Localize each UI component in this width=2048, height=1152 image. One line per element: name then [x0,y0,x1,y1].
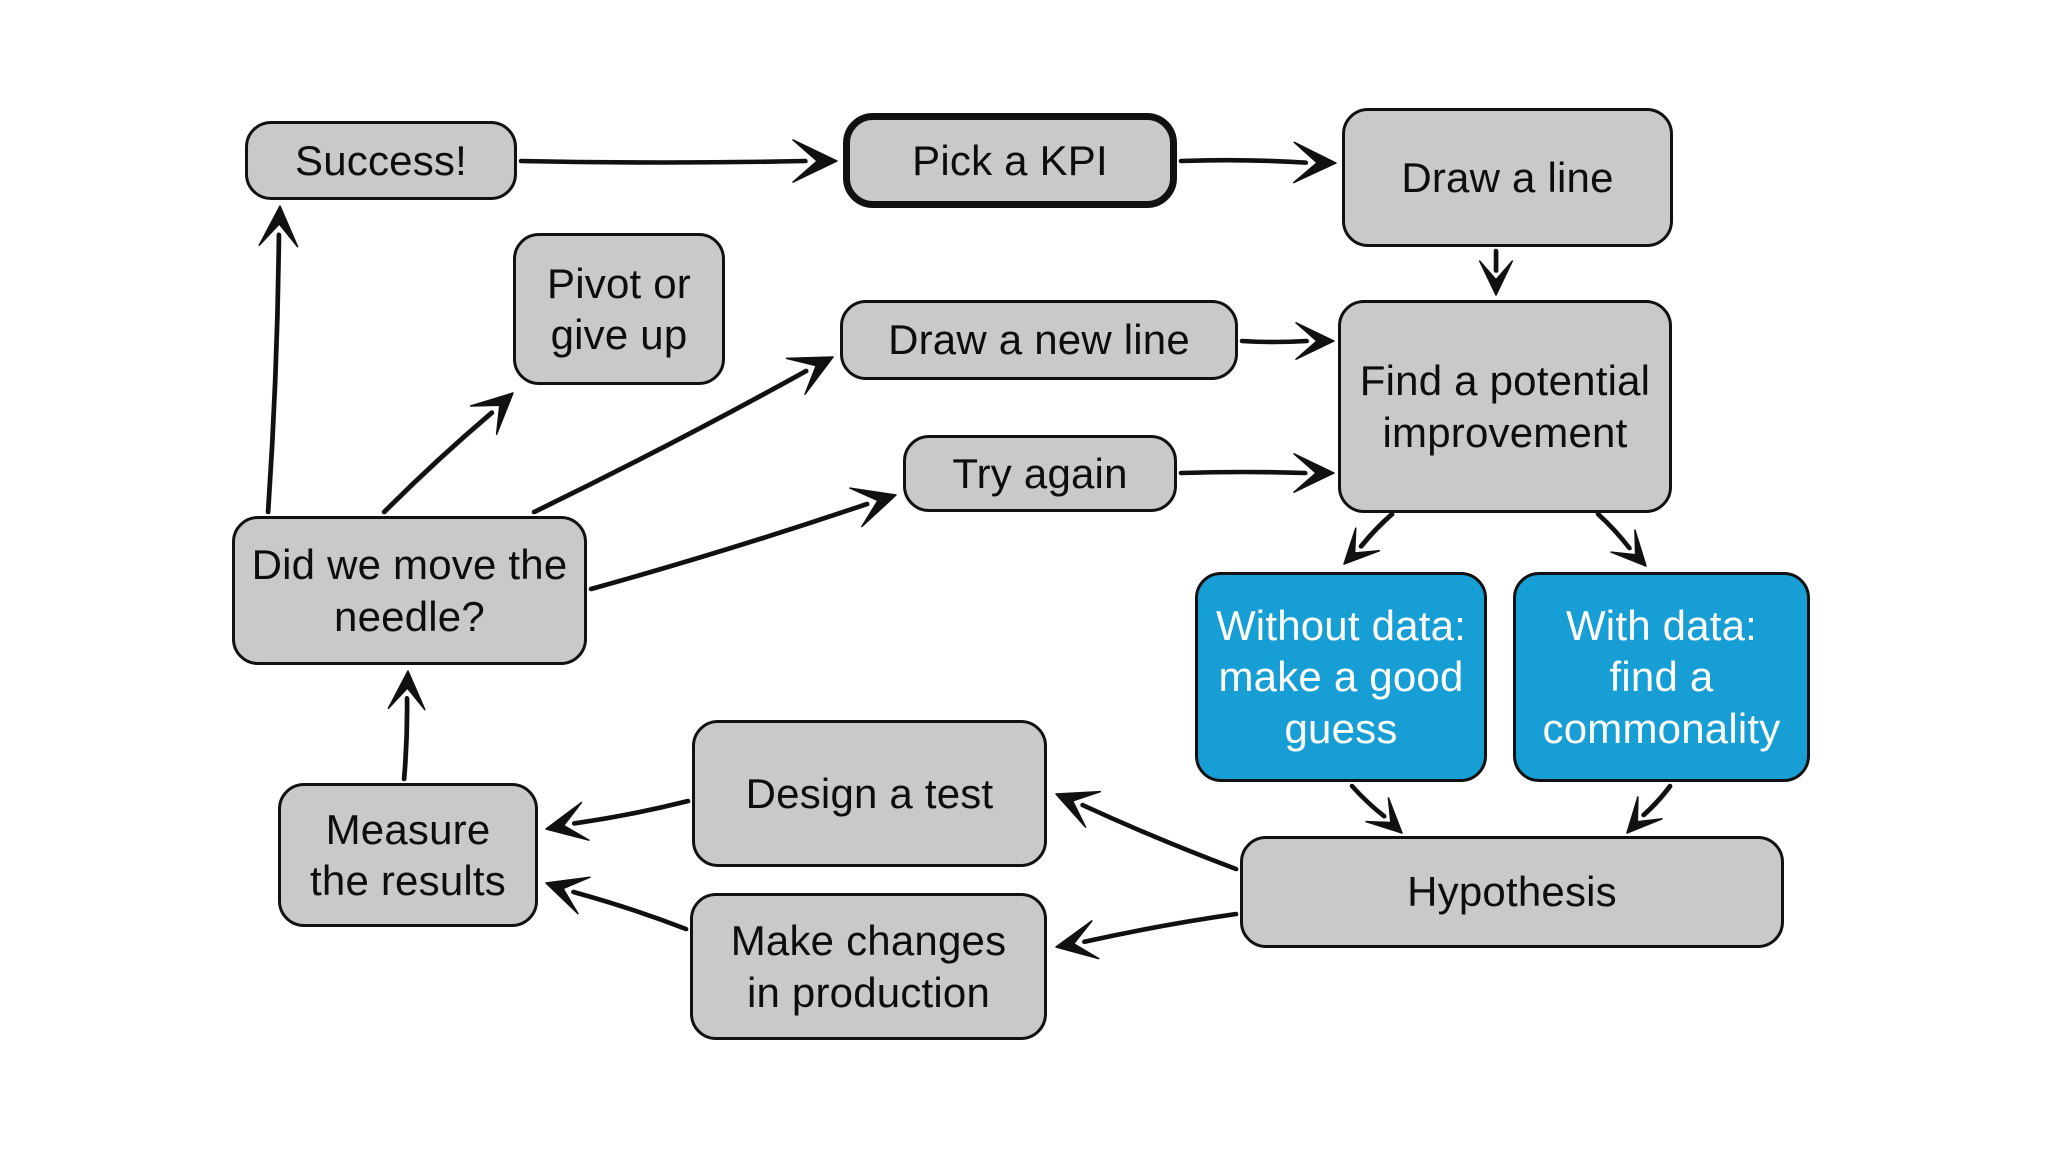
node-label: Pivot or give up [547,259,691,358]
node-label: Success! [295,136,467,184]
node-without-data: Without data: make a good guess [1195,572,1487,782]
node-find-improvement: Find a potential improvement [1338,300,1672,513]
node-label: Find a potential improvement [1359,357,1651,456]
node-draw-new-line: Draw a new line [840,300,1238,380]
node-pivot-give-up: Pivot or give up [513,233,725,385]
node-label: Did we move the needle? [251,541,568,640]
node-measure-results: Measure the results [278,783,538,927]
node-label: Make changes in production [730,917,1007,1016]
node-design-test: Design a test [692,720,1047,867]
node-with-data: With data: find a commonality [1513,572,1810,782]
node-label: With data: find a commonality [1542,602,1781,752]
node-draw-line: Draw a line [1342,108,1673,247]
node-label: Draw a new line [888,316,1190,364]
node-try-again: Try again [903,435,1177,512]
node-label: Hypothesis [1407,868,1617,916]
node-make-changes: Make changes in production [690,893,1047,1040]
node-label: Without data: make a good guess [1215,602,1467,752]
node-success: Success! [245,121,517,200]
node-pick-kpi: Pick a KPI [843,113,1177,208]
node-hypothesis: Hypothesis [1240,836,1784,948]
node-label: Design a test [745,769,994,817]
node-label: Pick a KPI [912,136,1108,184]
node-did-we-move: Did we move the needle? [232,516,587,665]
node-label: Measure the results [310,805,506,904]
node-label: Draw a line [1401,153,1614,201]
node-label: Try again [952,449,1128,497]
